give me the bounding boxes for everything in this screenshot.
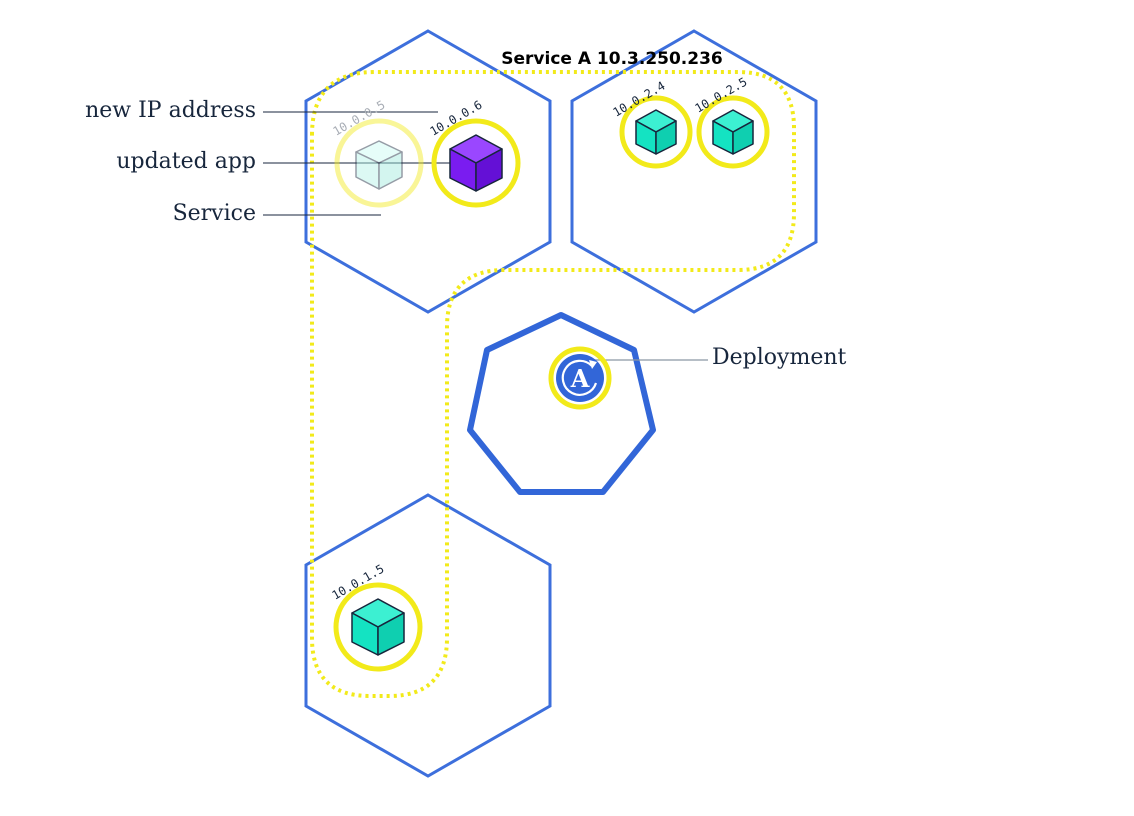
pod-ring [619, 95, 693, 169]
pod-ip-label: 10.0.0.5 [331, 98, 388, 139]
pod [333, 582, 423, 672]
service-label: Service [173, 201, 256, 226]
cube-icon [351, 598, 405, 656]
pod-ring [334, 118, 424, 208]
service-title: Service A 10.3.250.236 [501, 49, 723, 69]
pod-ring [431, 118, 521, 208]
deployment-badge-ring [548, 346, 612, 410]
node-hexagon-1 [304, 29, 552, 314]
new-ip-label: new IP address [85, 98, 256, 123]
pod-ip-label: 10.0.2.5 [693, 75, 750, 116]
deployment-badge: A [548, 346, 612, 410]
cube-icon [355, 140, 403, 190]
cube-icon [449, 134, 503, 192]
refresh-arrowhead-icon [589, 360, 597, 369]
pod-ip-label: 10.0.0.6 [428, 98, 485, 139]
pod-old [334, 118, 424, 208]
pod [619, 95, 693, 169]
deployment-badge-letter: A [570, 364, 590, 393]
cube-icon [635, 109, 677, 155]
pod [696, 95, 770, 169]
control-plane-heptagon [467, 312, 656, 495]
pod-ring [333, 582, 423, 672]
node-hexagon-3 [304, 493, 552, 778]
pod-ip-label: 10.0.1.5 [330, 562, 387, 603]
updated-app-label: updated app [116, 149, 256, 174]
pod-ring [696, 95, 770, 169]
deployment-label: Deployment [712, 345, 847, 370]
pod-updated [431, 118, 521, 208]
cube-icon [712, 109, 754, 155]
node-hexagon-2 [570, 29, 818, 314]
refresh-arrow-icon [561, 359, 598, 396]
